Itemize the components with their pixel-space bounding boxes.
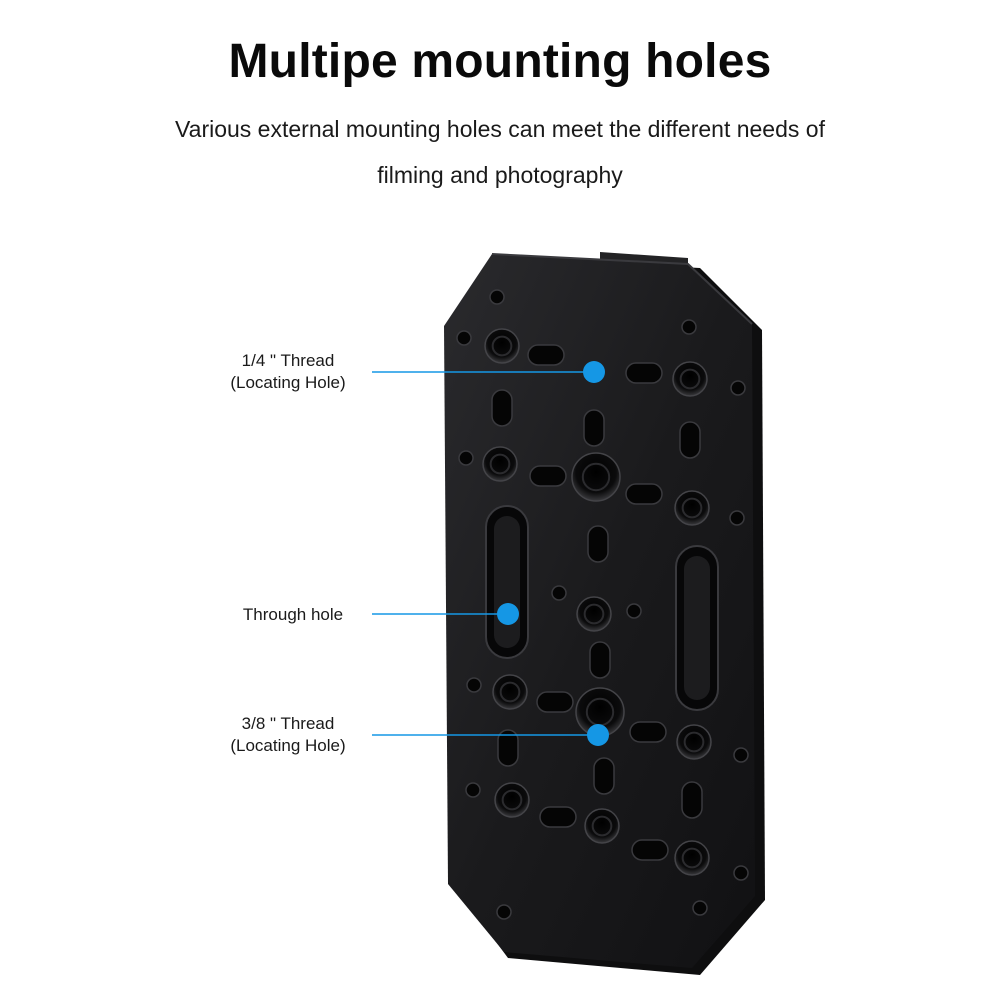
slot-hole — [631, 839, 669, 861]
slot-hole — [527, 344, 565, 366]
thread-ring — [679, 368, 701, 390]
subtitle-line-1: Various external mounting holes can meet… — [175, 116, 825, 142]
small-hole — [465, 782, 481, 798]
callout-three-eighths-thread: 3/8 " Thread (Locating Hole) — [200, 713, 376, 757]
callout-quarter-thread-line2: (Locating Hole) — [230, 373, 346, 392]
callout-through-hole: Through hole — [200, 604, 386, 626]
threaded-hole — [674, 490, 710, 526]
slot-hole — [679, 421, 701, 459]
callout-quarter-thread: 1/4 " Thread (Locating Hole) — [200, 350, 376, 394]
slot-hole — [491, 389, 513, 427]
threaded-hole — [494, 782, 530, 818]
small-hole — [551, 585, 567, 601]
thread-ring — [583, 603, 605, 625]
thread-ring — [499, 681, 521, 703]
through-slot-inner — [684, 556, 710, 700]
slot-hole — [583, 409, 605, 447]
thread-ring — [489, 453, 511, 475]
slot-hole — [629, 721, 667, 743]
small-hole — [496, 904, 512, 920]
small-hole — [626, 603, 642, 619]
slot-hole — [593, 757, 615, 795]
small-hole — [458, 450, 474, 466]
threaded-hole — [484, 328, 520, 364]
small-hole — [466, 677, 482, 693]
thread-ring — [491, 335, 513, 357]
thread-ring — [681, 497, 703, 519]
slot-hole — [497, 729, 519, 767]
callout-three-eighths-thread-line2: (Locating Hole) — [230, 736, 346, 755]
threaded-hole — [492, 674, 528, 710]
small-hole — [729, 510, 745, 526]
threaded-hole — [576, 596, 612, 632]
threaded-hole — [584, 808, 620, 844]
thread-ring — [501, 789, 523, 811]
slot-hole — [587, 525, 609, 563]
threaded-hole — [674, 840, 710, 876]
small-hole — [489, 289, 505, 305]
threaded-hole — [676, 724, 712, 760]
small-hole — [692, 900, 708, 916]
headline: Multipe mounting holes — [228, 35, 772, 88]
thread-ring — [683, 731, 705, 753]
threaded-hole — [482, 446, 518, 482]
thread-ring — [581, 462, 611, 492]
slot-hole — [625, 483, 663, 505]
thread-ring — [681, 847, 703, 869]
slot-hole — [681, 781, 703, 819]
callout-markers — [372, 361, 609, 746]
small-hole — [730, 380, 746, 396]
small-hole — [681, 319, 697, 335]
small-hole — [456, 330, 472, 346]
slot-hole — [625, 362, 663, 384]
slot-hole — [529, 465, 567, 487]
callout-quarter-thread-line1: 1/4 " Thread — [241, 351, 335, 370]
callout-through-hole-line1: Through hole — [242, 605, 344, 624]
callout-three-eighths-thread-line1: 3/8 " Thread — [241, 714, 335, 733]
threaded-hole — [672, 361, 708, 397]
slot-hole — [539, 806, 577, 828]
slot-hole — [589, 641, 611, 679]
threaded-hole — [571, 452, 621, 502]
subtitle-line-2: filming and photography — [377, 162, 623, 188]
small-hole — [733, 865, 749, 881]
thread-ring — [591, 815, 613, 837]
through-slot-inner — [494, 516, 520, 648]
slot-hole — [536, 691, 574, 713]
small-hole — [733, 747, 749, 763]
